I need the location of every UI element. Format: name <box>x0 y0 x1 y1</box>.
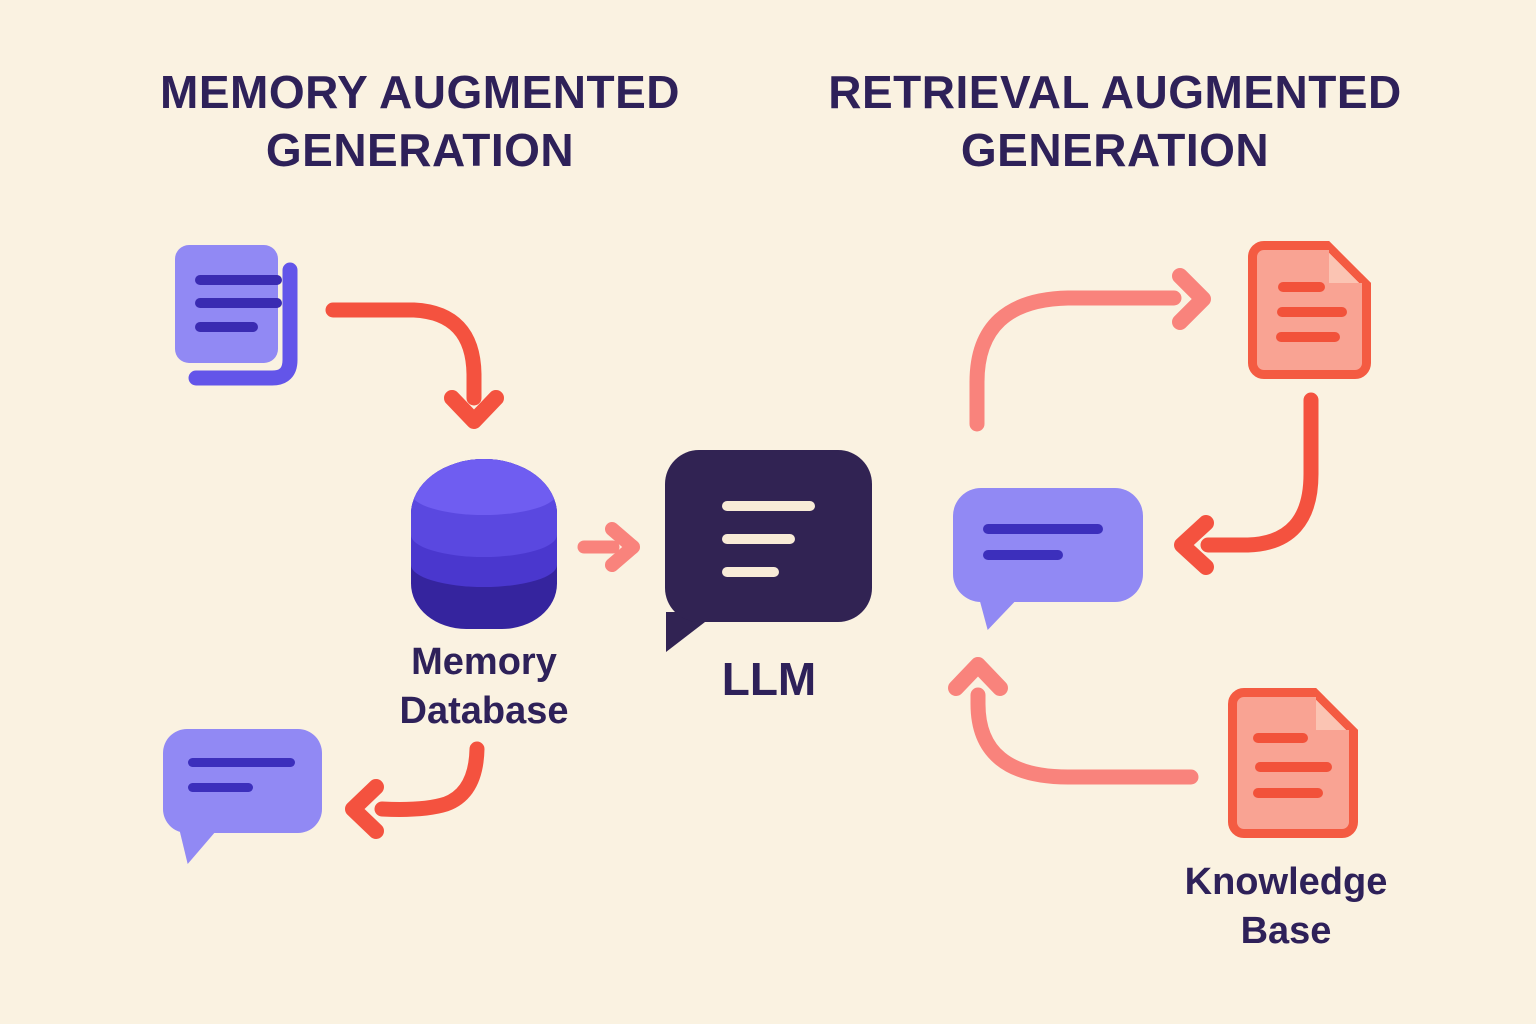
memory-database-label-line2: Database <box>399 689 569 732</box>
llm-label: LLM <box>669 650 869 709</box>
document-text-line <box>1253 788 1323 798</box>
arrow-database-to-response <box>345 741 485 839</box>
retrieval-augmented-title: RETRIEVAL AUGMENTED GENERATION <box>770 64 1460 180</box>
memory-augmented-title-line2: GENERATION <box>265 123 575 176</box>
document-text-line <box>195 275 282 285</box>
llm-bubble-body <box>665 450 872 622</box>
arrow-documents-to-database <box>325 302 504 429</box>
bubble-body <box>163 729 322 833</box>
document-text-line <box>195 322 258 332</box>
llm-label-text: LLM <box>721 653 817 705</box>
memory-database-icon <box>411 459 557 629</box>
knowledge-base-label-line1: Knowledge <box>1184 861 1388 903</box>
document-front-page <box>175 245 282 363</box>
knowledge-base-icon <box>1228 688 1358 838</box>
document-text-line <box>1253 733 1308 743</box>
bubble-body <box>953 488 1143 602</box>
folded-corner <box>1316 688 1358 730</box>
document-text-line <box>1277 307 1347 317</box>
retrieved-document-icon <box>1248 241 1371 379</box>
llm-text-line <box>722 501 815 511</box>
retrieval-augmented-title-line1: RETRIEVAL AUGMENTED <box>828 66 1402 118</box>
document-back-page <box>188 262 298 386</box>
retrieval-augmented-title-line2: GENERATION <box>960 123 1270 176</box>
document-text-line <box>1278 282 1325 292</box>
memory-augmented-title-line1: MEMORY AUGMENTED <box>160 66 680 118</box>
bubble-text-line <box>983 524 1103 534</box>
stacked-documents-icon <box>175 245 315 395</box>
cylinder-top-band <box>411 459 557 515</box>
llm-text-line <box>722 567 779 577</box>
arrow-document-to-query <box>1174 392 1319 575</box>
document-text-line <box>1276 332 1340 342</box>
memory-database-label: Memory Database <box>354 638 614 735</box>
memory-database-label-line1: Memory <box>411 641 557 683</box>
knowledge-base-label-line2: Base <box>1240 909 1332 952</box>
bubble-text-line <box>983 550 1063 560</box>
memory-augmented-title: MEMORY AUGMENTED GENERATION <box>60 64 780 180</box>
document-text-line <box>195 298 282 308</box>
arrow-knowledgebase-to-query <box>948 657 1199 785</box>
document-text-line <box>1255 762 1332 772</box>
bubble-text-line <box>188 783 253 792</box>
arrow-query-to-document <box>969 268 1211 432</box>
folded-corner <box>1329 241 1371 283</box>
knowledge-base-label: Knowledge Base <box>1136 858 1436 955</box>
arrow-database-to-llm <box>577 522 640 572</box>
bubble-text-line <box>188 758 295 767</box>
llm-text-line <box>722 534 795 544</box>
